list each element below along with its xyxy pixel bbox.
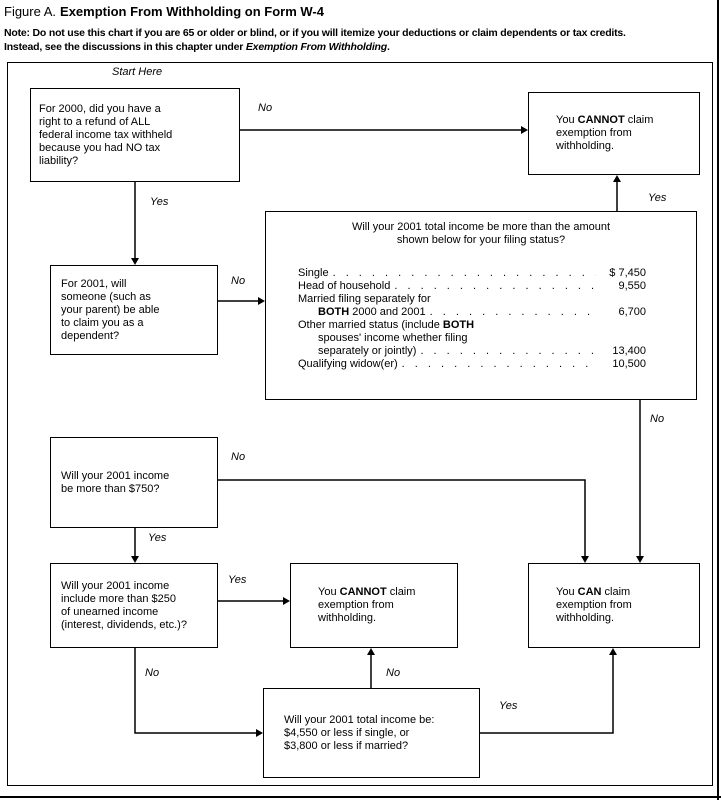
note-line-2-period: .: [386, 40, 390, 53]
filing-status-row-head-of-household: Head of household . . . . . . . . . . . …: [298, 280, 646, 293]
page-edge-bottom: [0, 796, 721, 798]
income-table-no-label: No: [650, 413, 665, 425]
can-pre: You: [556, 586, 578, 598]
figure-label: Figure A.: [4, 4, 57, 19]
unearned-yes-label: Yes: [228, 574, 247, 586]
filing-status-amount: $ 7,450: [609, 267, 646, 279]
refund-yes-label: Yes: [150, 196, 169, 208]
cannot-bottom-bold: CANNOT: [339, 586, 387, 598]
filing-status-row-married-separate-1: Married filing separately for: [298, 293, 646, 306]
total-income-no-label: No: [386, 667, 401, 679]
cannot-top-post: claim exemption from withholding.: [556, 114, 654, 152]
cannot-top-bold: CANNOT: [577, 114, 625, 126]
filing-status-row-other-married-3: separately or jointly) . . . . . . . . .…: [298, 345, 646, 358]
box-unearned-question-text: Will your 2001 income include more than …: [61, 579, 187, 631]
box-cannot-claim-bottom-text: You CANNOT claim exemption from withhold…: [318, 586, 415, 625]
filing-status-row-other-married-1: Other married status (include BOTH: [298, 319, 646, 332]
filing-status-label: Single: [298, 267, 329, 279]
filing-status-leader: . . . . . . . . . . . . . . . . . . . . …: [401, 358, 596, 370]
figure-title-text: Exemption From Withholding on Form W-4: [60, 4, 324, 19]
note-line-2-reference: Exemption From Withholding: [245, 40, 387, 53]
income750-no-label: No: [231, 451, 246, 463]
dependent-no-label: No: [231, 275, 246, 287]
note-line-2-text: Instead, see the discussions in this cha…: [4, 40, 246, 53]
filing-status-label: Head of household: [298, 280, 391, 292]
can-bold: CAN: [577, 586, 602, 598]
refund-no-label: No: [258, 102, 273, 114]
filing-status-amount: 9,550: [618, 280, 646, 292]
can-post: claim exemption from withholding.: [556, 586, 632, 624]
filing-status-label: separately or jointly): [318, 345, 417, 357]
filing-status-leader: . . . . . . . . . . . . . . . . . . . . …: [394, 280, 596, 292]
figure-title: Figure A.Exemption From Withholding on F…: [4, 4, 324, 19]
filing-status-label: Married filing separately for: [298, 293, 431, 305]
unearned-no-label: No: [145, 667, 160, 679]
box-total-income-question-text: Will your 2001 total income be: $4,550 o…: [284, 713, 435, 752]
box-cannot-claim-top: You CANNOT claim exemption from withhold…: [528, 92, 700, 175]
cannot-bottom-pre: You: [318, 586, 340, 598]
box-unearned-question: Will your 2001 income include more than …: [50, 563, 218, 648]
filing-status-row-single: Single . . . . . . . . . . . . . . . . .…: [298, 267, 646, 280]
filing-status-leader: . . . . . . . . . . . . . . . . . . . . …: [429, 306, 596, 318]
box-cannot-claim-top-text: You CANNOT claim exemption from withhold…: [556, 114, 653, 153]
box-refund-question-text: For 2000, did you have a right to a refu…: [39, 102, 173, 167]
filing-status-label: BOTH 2000 and 2001: [318, 306, 426, 318]
filing-status-amount: 6,700: [618, 306, 646, 318]
filing-status-label: Qualifying widow(er): [298, 358, 398, 370]
income750-yes-label: Yes: [148, 532, 167, 544]
box-can-claim: You CAN claim exemption from withholding…: [528, 563, 700, 648]
income-table-heading-line1: Will your 2001 total income be more than…: [351, 221, 611, 233]
cannot-bottom-post: claim exemption from withholding.: [318, 586, 416, 624]
filing-status-row-qualifying-widow: Qualifying widow(er) . . . . . . . . . .…: [298, 358, 646, 371]
filing-status-amount: 10,500: [612, 358, 646, 370]
box-income-750-question: Will your 2001 income be more than $750?: [50, 437, 218, 528]
flowchart-frame: [7, 62, 713, 786]
box-income-table: Will your 2001 total income be more than…: [265, 211, 697, 400]
filing-status-leader: . . . . . . . . . . . . . . . . . . . . …: [332, 267, 596, 279]
income-table-heading: Will your 2001 total income be more than…: [266, 221, 696, 247]
box-total-income-question: Will your 2001 total income be: $4,550 o…: [263, 688, 480, 778]
filing-status-row-other-married-2: spouses' income whether filing: [298, 332, 646, 345]
filing-status-table: Single . . . . . . . . . . . . . . . . .…: [298, 267, 646, 371]
note-line-2: Instead, see the discussions in this cha…: [4, 41, 718, 55]
filing-status-leader: . . . . . . . . . . . . . . . . . . . . …: [420, 345, 596, 357]
box-can-claim-text: You CAN claim exemption from withholding…: [556, 586, 632, 625]
figure-note: Note: Do not use this chart if you are 6…: [4, 27, 718, 54]
box-income-750-question-text: Will your 2001 income be more than $750?: [61, 469, 170, 495]
box-cannot-claim-bottom: You CANNOT claim exemption from withhold…: [290, 563, 458, 648]
income-table-yes-label: Yes: [648, 192, 667, 204]
box-dependent-question-text: For 2001, will someone (such as your par…: [61, 277, 160, 342]
box-refund-question: For 2000, did you have a right to a refu…: [30, 88, 240, 182]
filing-status-label: spouses' income whether filing: [318, 332, 468, 344]
filing-status-label: Other married status (include BOTH: [298, 319, 475, 331]
box-dependent-question: For 2001, will someone (such as your par…: [50, 265, 218, 355]
page-edge-right: [717, 0, 719, 800]
start-here-label: Start Here: [112, 66, 163, 78]
cannot-top-pre: You: [556, 114, 578, 126]
filing-status-row-married-separate-2: BOTH 2000 and 2001 . . . . . . . . . . .…: [298, 306, 646, 319]
filing-status-amount: 13,400: [612, 345, 646, 357]
note-line-1: Note: Do not use this chart if you are 6…: [4, 27, 626, 39]
total-income-yes-label: Yes: [499, 700, 518, 712]
income-table-heading-line2: shown below for your filing status?: [396, 234, 566, 246]
